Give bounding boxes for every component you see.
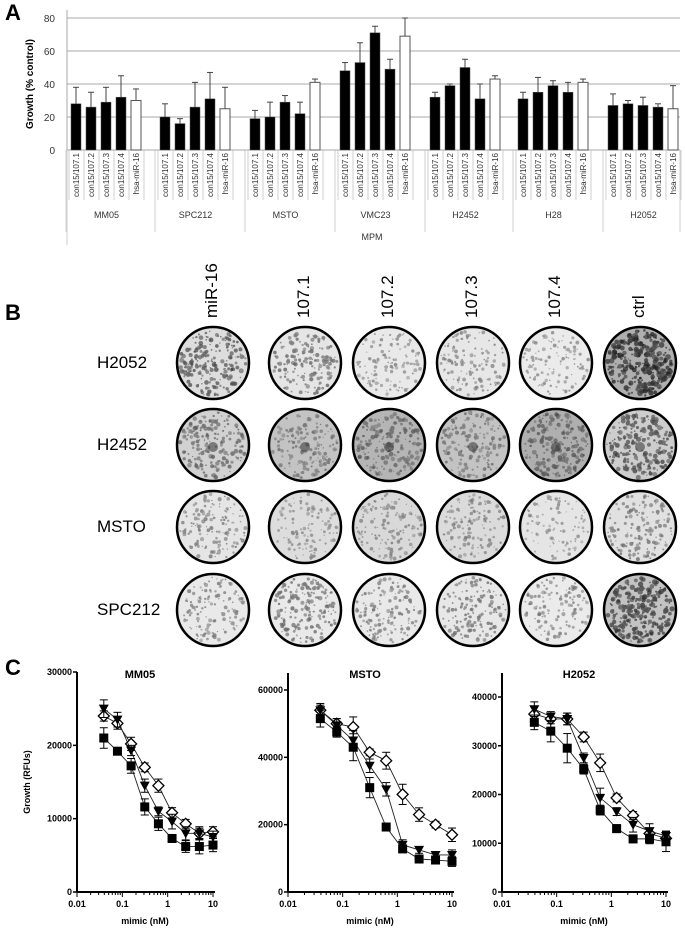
colony-plate xyxy=(518,407,594,483)
category-label: con15/107.2 xyxy=(534,152,543,197)
plate-row-label: H2052 xyxy=(97,353,148,372)
category-label: con15/107.2 xyxy=(176,152,185,197)
colony-plate xyxy=(351,572,427,648)
colony-plate xyxy=(435,325,511,401)
category-label: con15/107.1 xyxy=(161,152,170,197)
colony-plate xyxy=(351,489,427,565)
category-label: con15/107.3 xyxy=(281,152,290,197)
group-label: VMC23 xyxy=(360,210,390,220)
x-axis-label: MPM xyxy=(362,232,383,242)
category-label: con15/107.4 xyxy=(117,152,126,197)
colony-plate xyxy=(435,489,511,565)
category-label: con15/107.3 xyxy=(461,152,470,197)
category-label: con15/107.2 xyxy=(624,152,633,197)
category-label: con15/107.1 xyxy=(609,152,618,197)
y-tick-label: 60 xyxy=(44,47,56,58)
category-label: con15/107.4 xyxy=(476,152,485,197)
group-label: SPC212 xyxy=(179,210,213,220)
plate-row-label: SPC212 xyxy=(97,600,161,619)
category-label: hsa-miR-16 xyxy=(401,152,410,194)
y-tick-label: 40 xyxy=(44,80,56,91)
colony-plate xyxy=(518,489,594,565)
y-tick-label: 80 xyxy=(44,14,56,25)
colony-plate xyxy=(175,489,251,565)
colony-plate xyxy=(267,572,343,648)
category-label: con15/107.4 xyxy=(564,152,573,197)
colony-plate xyxy=(267,407,343,483)
colony-plate xyxy=(602,325,678,401)
colony-plate xyxy=(602,572,678,648)
panel-a-label: A xyxy=(5,0,21,25)
colony-plate xyxy=(435,572,511,648)
group-label: H2452 xyxy=(452,210,479,220)
colony-plate xyxy=(175,572,251,648)
category-label: hsa-miR-16 xyxy=(669,152,678,194)
category-label: con15/107.1 xyxy=(251,152,260,197)
colony-plate xyxy=(518,572,594,648)
y-axis-label: Growth (% control) xyxy=(25,39,36,129)
plate-row-label: H2452 xyxy=(97,435,148,454)
category-label: con15/107.3 xyxy=(549,152,558,197)
category-label: con15/107.1 xyxy=(519,152,528,197)
colony-plate xyxy=(175,407,251,483)
category-label: con15/107.1 xyxy=(431,152,440,197)
category-label: hsa-miR-16 xyxy=(579,152,588,194)
colony-plate xyxy=(602,407,678,483)
colony-plate xyxy=(351,325,427,401)
category-label: con15/107.4 xyxy=(296,152,305,197)
category-label: hsa-miR-16 xyxy=(132,152,141,194)
category-label: con15/107.2 xyxy=(446,152,455,197)
panel-c-label: C xyxy=(5,655,21,680)
y-tick-label: 20 xyxy=(44,113,56,124)
group-label: H28 xyxy=(545,210,562,220)
category-label: con15/107.1 xyxy=(72,152,81,197)
colony-plate xyxy=(518,325,594,401)
category-label: hsa-miR-16 xyxy=(221,152,230,194)
category-label: hsa-miR-16 xyxy=(311,152,320,194)
category-label: con15/107.4 xyxy=(654,152,663,197)
plate-row-label: MSTO xyxy=(97,517,146,536)
group-label: H2052 xyxy=(630,210,657,220)
category-label: con15/107.3 xyxy=(639,152,648,197)
category-label: hsa-miR-16 xyxy=(491,152,500,194)
colony-plate xyxy=(267,325,343,401)
category-label: con15/107.1 xyxy=(341,152,350,197)
category-label: con15/107.2 xyxy=(266,152,275,197)
colony-plate xyxy=(351,407,427,483)
group-label: MM05 xyxy=(94,210,119,220)
category-label: con15/107.2 xyxy=(87,152,96,197)
y-tick-label: 0 xyxy=(49,146,55,157)
colony-plate xyxy=(267,489,343,565)
panel-b-label: B xyxy=(5,300,21,325)
colony-plate xyxy=(175,325,251,401)
colony-plate xyxy=(435,407,511,483)
colony-plate xyxy=(602,489,678,565)
category-label: con15/107.4 xyxy=(206,152,215,197)
category-label: con15/107.3 xyxy=(371,152,380,197)
category-label: con15/107.2 xyxy=(356,152,365,197)
category-label: con15/107.3 xyxy=(191,152,200,197)
category-label: con15/107.4 xyxy=(386,152,395,197)
category-label: con15/107.3 xyxy=(102,152,111,197)
group-label: MSTO xyxy=(273,210,299,220)
